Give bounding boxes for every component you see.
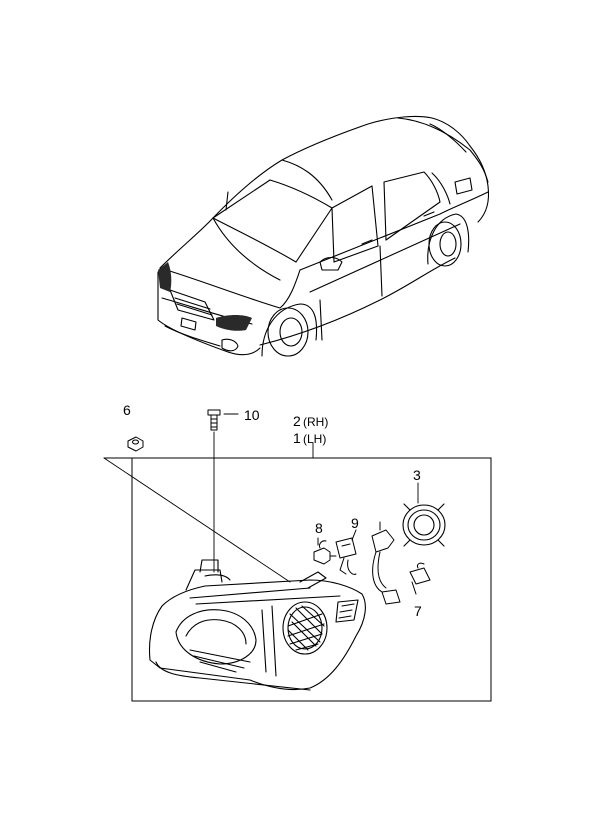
dust-cap-part-3: [402, 503, 446, 547]
bulb-part-9: [335, 529, 357, 575]
callout-side-1: (LH): [303, 432, 326, 446]
wiring-harness: [371, 521, 401, 605]
callout-number-2: 2: [293, 413, 301, 429]
car-illustration: [157, 115, 490, 357]
callout-number-6: 6: [123, 402, 131, 418]
callout-number-3: 3: [413, 467, 421, 483]
nut-part-6: [127, 436, 144, 452]
callout-number-9: 9: [351, 515, 359, 531]
callout-number-8: 8: [315, 520, 323, 536]
car-headlamp-right: [216, 315, 252, 331]
callout-number-10: 10: [244, 407, 260, 423]
callout-number-7: 7: [414, 603, 422, 619]
headlamp-assembly: [148, 559, 366, 691]
car-headlamp-left: [158, 262, 172, 292]
callout-number-1: 1: [293, 430, 301, 446]
assembly-frame: [131, 457, 492, 702]
bulb-part-8: [313, 537, 337, 565]
bulb-part-7: [409, 562, 431, 595]
bolt-part-10: [207, 409, 239, 431]
leader-lines: [103, 431, 419, 583]
callout-side-2: (RH): [303, 415, 328, 429]
